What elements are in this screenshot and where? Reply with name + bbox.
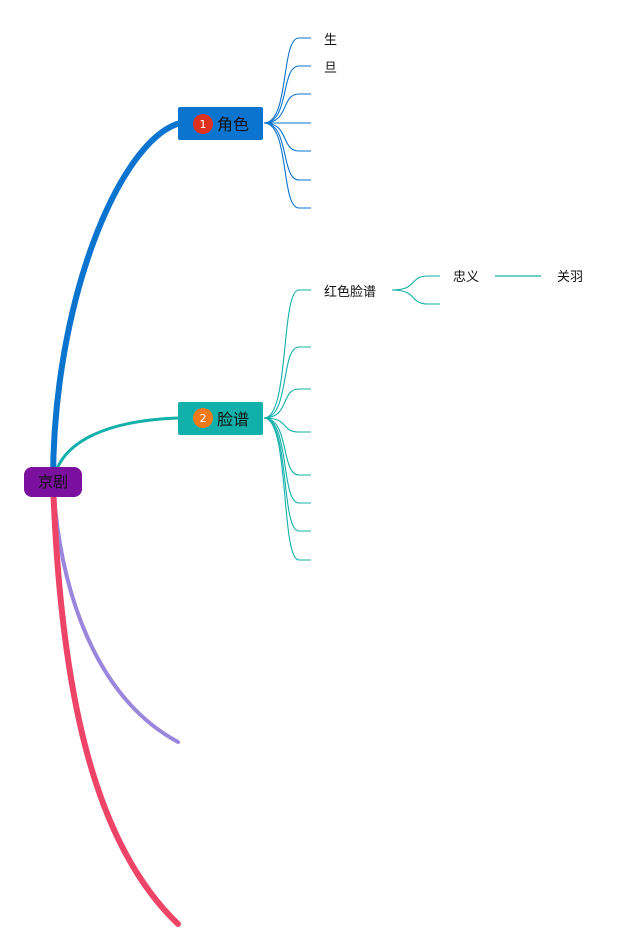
roles-child-connector-1 [263,37,311,124]
branch-label-facial-masks: 脸谱 [217,410,249,429]
branch-connector-collapsed-purple [51,480,180,744]
branch-connector-collapsed-red [50,479,181,927]
facial-mask-child-connector-8 [263,417,311,561]
leaf-label-guanyu[interactable]: 关羽 [557,270,583,285]
number-badge-2 [193,408,213,428]
leaf-label-red-mask[interactable]: 红色脸谱 [324,284,376,300]
branch-connector-roles [50,120,183,485]
roles-child-connector-7 [263,122,311,209]
branch-node-facial-masks[interactable]: 2 脸谱 [178,402,263,435]
facial-mask-child-connector-1 [263,289,311,419]
roles-child-connector-2 [263,65,311,124]
facial-mask-child-connector-3 [263,388,311,419]
root-label: 京剧 [38,473,68,491]
roles-child-connector-5 [263,122,311,152]
leaf-label-dan[interactable]: 旦 [324,61,337,76]
leaf-label-loyalty[interactable]: 忠义 [453,270,479,285]
leaf-label-sheng[interactable]: 生 [324,33,337,48]
facial-mask-child-connector-5 [263,417,311,476]
facial-masks-children-connectors [263,289,311,561]
root-node[interactable]: 京剧 [24,467,82,497]
red-mask-child-connector-2 [391,289,440,305]
branch-node-roles[interactable]: 1 角色 [178,107,263,140]
number-badge-1 [193,114,213,134]
roles-child-connector-6 [263,122,311,181]
branch-label-roles: 角色 [217,115,249,134]
facial-mask-child-connector-4 [263,417,311,433]
roles-child-connector-3 [263,93,311,124]
facial-mask-child-connector-2 [263,346,311,419]
red-mask-child-connector-1 [391,275,440,291]
roles-children-connectors [263,37,311,209]
number-badge-1-text: 1 [200,118,207,131]
red-mask-children-connectors [391,275,440,305]
number-badge-2-text: 2 [200,412,207,425]
